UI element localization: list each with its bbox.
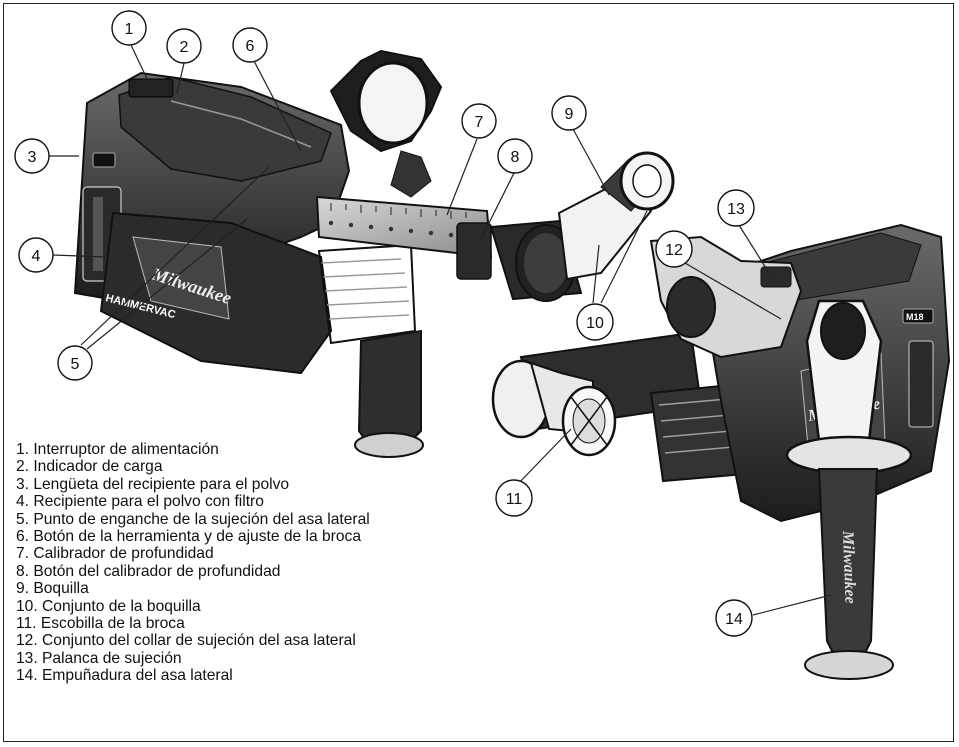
left-dust-extractor-unit: Milwaukee HAMMERVAC <box>73 49 675 458</box>
callout-10: 10 <box>576 303 614 341</box>
legend-item: 14. Empuñadura del asa lateral <box>16 667 233 685</box>
callout-3: 3 <box>14 138 50 174</box>
svg-text:12: 12 <box>665 242 683 259</box>
svg-text:14: 14 <box>725 611 743 628</box>
legend-item: 4. Recipiente para el polvo con filtro <box>16 493 264 511</box>
svg-text:2: 2 <box>180 39 189 56</box>
svg-text:3: 3 <box>28 149 37 166</box>
svg-text:1: 1 <box>125 21 134 38</box>
callout-6: 6 <box>232 27 268 63</box>
legend-item: 3. Lengüeta del recipiente para el polvo <box>16 475 290 493</box>
svg-text:7: 7 <box>475 114 484 131</box>
legend-item: 13. Palanca de sujeción <box>16 649 182 667</box>
callout-9: 9 <box>551 95 587 131</box>
legend-item: 11. Escobilla de la broca <box>16 615 185 633</box>
legend-item: 5. Punto de enganche de la sujeción del … <box>16 510 370 528</box>
callout-7: 7 <box>461 103 497 139</box>
legend-item: 1. Interruptor de alimentación <box>16 441 219 458</box>
milwaukee-logo-grip: Milwaukee <box>839 530 859 604</box>
callout-8: 8 <box>497 138 533 174</box>
svg-text:8: 8 <box>511 149 520 166</box>
callout-2: 2 <box>166 28 202 64</box>
legend-item: 12. Conjunto del collar de sujeción del … <box>16 632 356 650</box>
legend-item: 8. Botón del calibrador de profundidad <box>16 562 281 580</box>
leader-lines <box>49 44 832 616</box>
callout-12: 12 <box>655 230 693 268</box>
callout-4: 4 <box>18 237 54 273</box>
figure-frame: Milwaukee HAMMERVAC <box>3 3 954 742</box>
callout-13: 13 <box>717 189 755 227</box>
svg-text:13: 13 <box>727 201 745 218</box>
svg-text:6: 6 <box>246 38 255 55</box>
m18-badge: M18 <box>906 312 924 322</box>
svg-text:4: 4 <box>32 248 41 265</box>
svg-text:10: 10 <box>586 315 604 332</box>
parts-legend: 1. Interruptor de alimentación 2. Indica… <box>16 441 370 685</box>
svg-text:11: 11 <box>506 491 523 508</box>
legend-item: 6. Botón de la herramienta y de ajuste d… <box>16 528 362 546</box>
callout-5: 5 <box>57 345 93 381</box>
svg-text:5: 5 <box>71 356 80 373</box>
legend-item: 2. Indicador de carga <box>16 458 163 476</box>
callout-11: 11 <box>495 479 533 517</box>
product-illustration: Milwaukee HAMMERVAC <box>14 10 951 680</box>
callout-1: 1 <box>111 10 147 46</box>
legend-item: 7. Calibrador de profundidad <box>16 545 214 563</box>
svg-text:9: 9 <box>565 106 574 123</box>
legend-item: 9. Boquilla <box>16 580 89 598</box>
legend-item: 10. Conjunto de la boquilla <box>16 597 201 615</box>
callout-14: 14 <box>715 599 753 637</box>
right-dust-extractor-unit: Milwaukee M18 HAMMERVAC Milwaukee <box>491 223 951 680</box>
